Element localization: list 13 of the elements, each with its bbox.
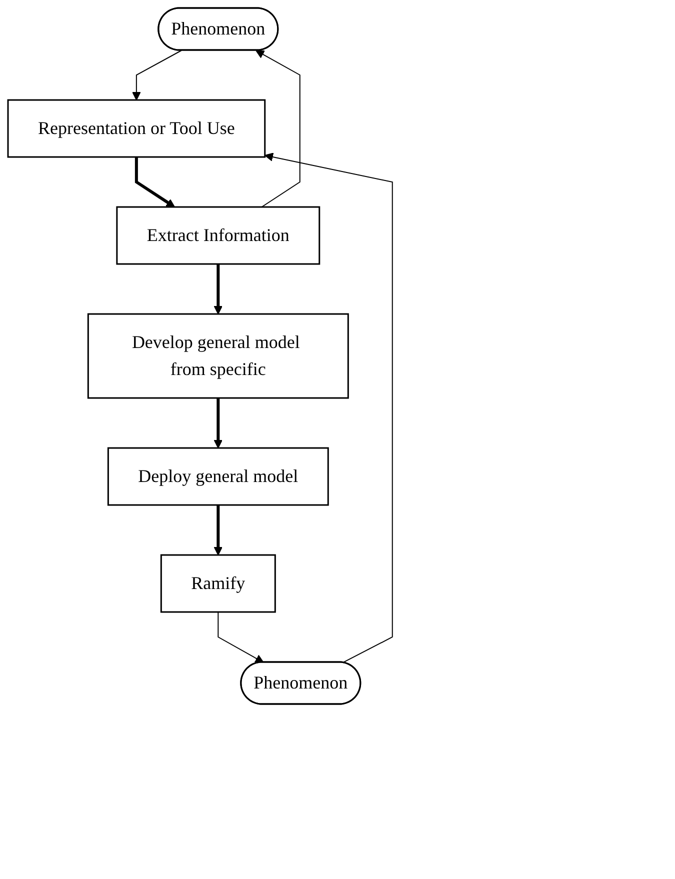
arrow xyxy=(256,50,300,208)
arrow xyxy=(218,612,264,663)
arrow xyxy=(264,152,393,664)
node-box: Representation or Tool Use xyxy=(7,99,266,158)
arrow xyxy=(134,157,176,208)
arrow xyxy=(132,50,182,100)
node-box: Ramify xyxy=(160,554,276,613)
node-box: Develop general model from specific xyxy=(87,313,349,399)
arrow xyxy=(214,264,223,314)
node-box: Deploy general model xyxy=(107,447,329,506)
node-box: Extract Information xyxy=(116,206,320,265)
arrow xyxy=(214,505,223,556)
arrow xyxy=(214,398,223,448)
